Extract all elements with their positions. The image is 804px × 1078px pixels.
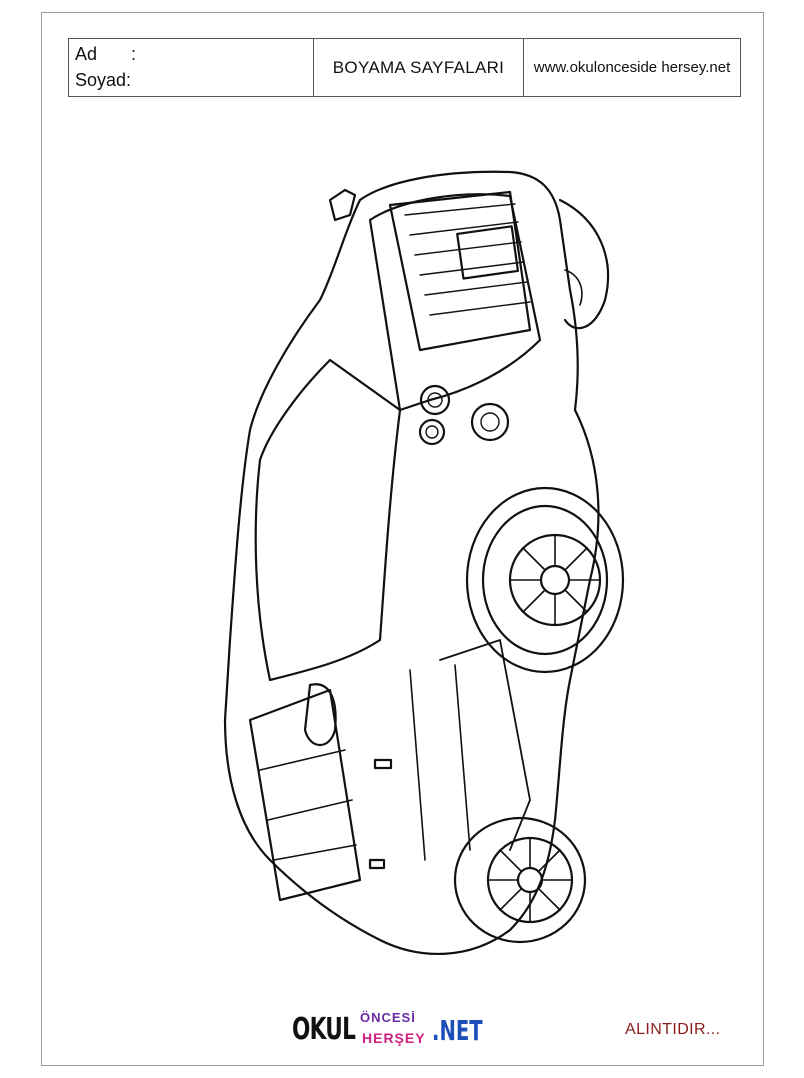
car-rear-door xyxy=(248,688,362,902)
front-wheel-tire xyxy=(465,486,625,674)
car-body-outline xyxy=(223,170,600,956)
car-side-panel xyxy=(439,639,531,851)
headlight-left xyxy=(419,384,451,416)
car-grille xyxy=(388,190,532,352)
title-cell: BOYAMA SAYFALARI xyxy=(314,39,524,96)
car-plate xyxy=(456,225,520,280)
rear-wheel-tire xyxy=(453,816,587,944)
website-cell: www.okulonceside hersey.net xyxy=(524,39,740,96)
name-colon: : xyxy=(131,44,137,64)
surname-label: Soyad: xyxy=(75,70,132,90)
page-title: BOYAMA SAYFALARI xyxy=(332,57,505,77)
name-label: Ad xyxy=(75,44,98,64)
car-coloring-drawing xyxy=(223,170,625,956)
page-frame xyxy=(41,12,764,1066)
logo-oncesi-text: ÖNCESİ xyxy=(360,1010,416,1025)
top-wheel-tire xyxy=(558,198,610,330)
footer-logo: OKUL ÖNCESİ HERŞEY .NET xyxy=(292,1010,483,1052)
logo-net-text: .NET xyxy=(432,1014,483,1047)
logo-okul-text: OKUL xyxy=(292,1012,356,1047)
car-roof xyxy=(254,358,402,682)
side-mirror-front xyxy=(328,188,357,222)
headlight-left-lower xyxy=(418,418,446,446)
door-handle-rear xyxy=(368,858,386,870)
side-mirror-rear xyxy=(303,683,337,747)
logo-hersey-text: HERŞEY xyxy=(362,1030,426,1046)
credit-text: ALINTIDIR... xyxy=(625,1021,721,1038)
website-text: www.okulonceside hersey.net xyxy=(533,59,731,76)
name-cell[interactable]: Ad : Soyad: xyxy=(69,39,314,96)
header-table: Ad : Soyad: BOYAMA SAYFALARI www.okulonc… xyxy=(68,38,741,97)
foglight xyxy=(470,402,510,442)
door-handle-front xyxy=(373,758,393,770)
